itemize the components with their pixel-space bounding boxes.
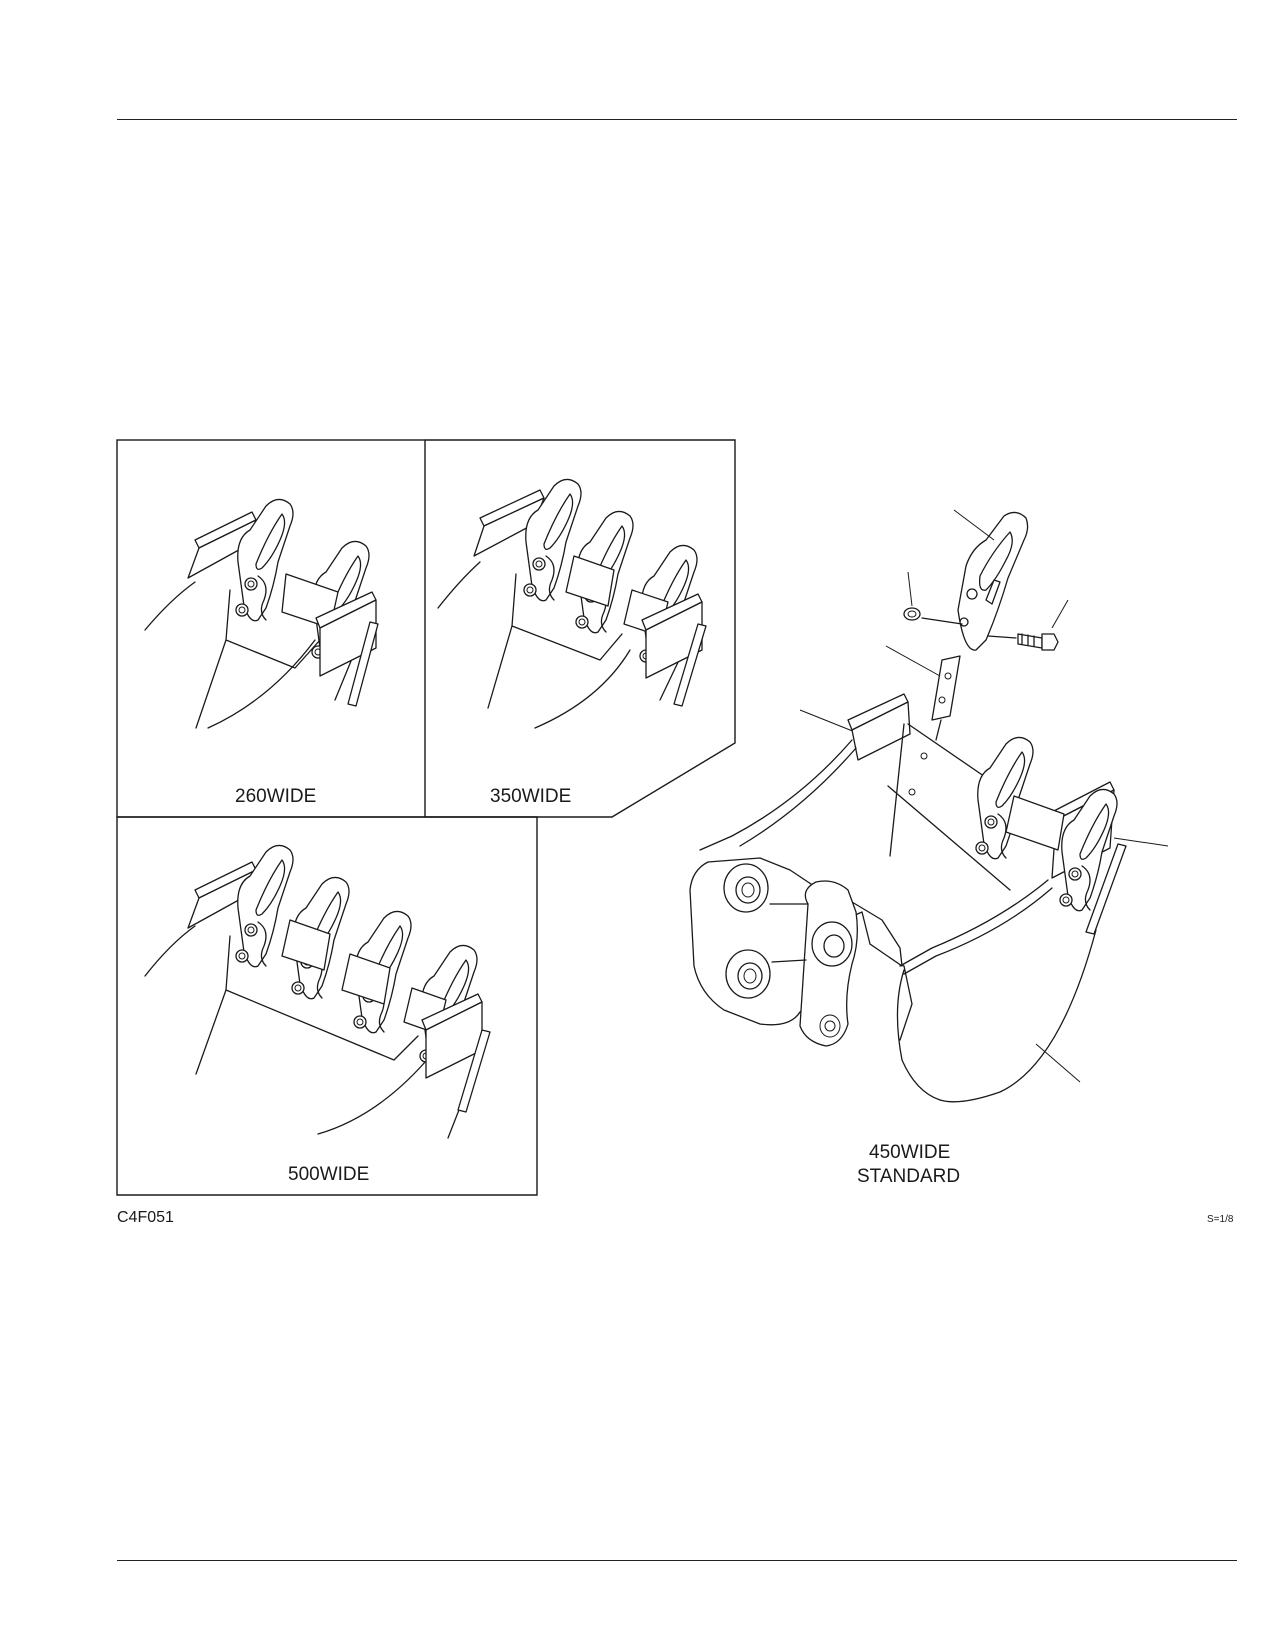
label-500: 500WIDE xyxy=(288,1164,369,1185)
variant-frames xyxy=(116,439,736,1196)
frame-500 xyxy=(116,816,538,1196)
bucket-450-illustration xyxy=(689,509,1169,1103)
label-450-line1: 450WIDE xyxy=(869,1142,950,1163)
bucket-500-illustration xyxy=(144,844,491,1139)
scale-label: S=1/8 xyxy=(1207,1214,1234,1225)
figure-code: C4F051 xyxy=(117,1209,174,1226)
bottom-rule xyxy=(117,1560,1237,1561)
frame-350 xyxy=(425,439,736,818)
top-rule xyxy=(117,119,1237,120)
label-450-line2: STANDARD xyxy=(857,1166,960,1187)
label-260: 260WIDE xyxy=(235,786,316,807)
frame-260 xyxy=(116,439,426,818)
bucket-260-illustration xyxy=(144,498,379,729)
label-350: 350WIDE xyxy=(490,786,571,807)
callout-lines xyxy=(799,509,1169,1083)
exploded-tooth xyxy=(903,511,1059,741)
bucket-350-illustration xyxy=(437,478,707,729)
